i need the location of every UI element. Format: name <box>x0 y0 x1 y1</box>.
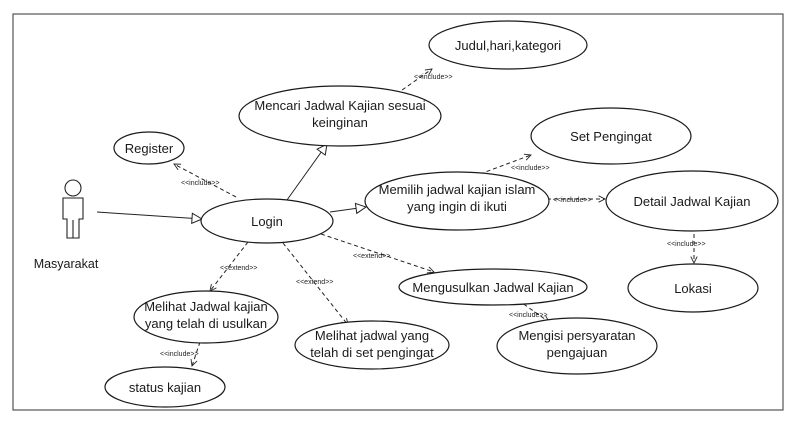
usecase-label: Login <box>251 214 283 229</box>
label-include-judul: <<include>> <box>414 74 453 81</box>
association-actor-login <box>96 211 202 219</box>
association-login-memilih <box>329 207 366 212</box>
label-include-setpengingat: <<include>> <box>511 165 550 172</box>
usecase-lokasi: Lokasi <box>627 263 759 313</box>
usecase-label-line1: Mengisi persyaratan <box>518 328 635 343</box>
usecase-set-pengingat: Set Pengingat <box>530 107 692 165</box>
usecase-label-line2: yang ingin di ikuti <box>407 199 507 214</box>
include-memilih-setpengingat <box>479 155 531 175</box>
usecase-label: Register <box>125 141 174 156</box>
usecase-mengusulkan: Mengusulkan Jadwal Kajian <box>398 268 588 306</box>
label-extend-mengusulkan: <<extend>> <box>353 253 390 260</box>
usecase-status-kajian: status kajian <box>104 366 226 408</box>
usecase-label: Mengusulkan Jadwal Kajian <box>412 280 573 295</box>
include-melihatusulan-status <box>192 341 201 366</box>
label-include-mengisi: <<include>> <box>509 312 548 319</box>
usecase-label-line1: Memilih jadwal kajian islam <box>379 182 536 197</box>
usecase-mencari-jadwal: Mencari Jadwal Kajian sesuai keinginan <box>238 85 442 147</box>
usecase-login: Login <box>200 198 334 244</box>
include-mengusulkan-mengisi <box>517 299 549 322</box>
usecase-label-line2: telah di set pengingat <box>310 345 434 360</box>
actor-head <box>64 179 82 197</box>
usecase-label: Judul,hari,kategori <box>455 38 561 53</box>
usecase-label-line2: yang telah di usulkan <box>145 316 267 331</box>
usecase-melihat-pengingat: Melihat jadwal yang telah di set penging… <box>294 320 450 370</box>
usecase-label-line1: Melihat jadwal yang <box>315 328 429 343</box>
usecase-label: Detail Jadwal Kajian <box>633 194 750 209</box>
usecase-memilih-jadwal: Memilih jadwal kajian islam yang ingin d… <box>364 171 550 231</box>
extend-melihatusulan-login <box>210 241 249 291</box>
usecase-label-line2: pengajuan <box>547 345 608 360</box>
label-include-detail: <<include>> <box>553 197 592 204</box>
label-extend-melihatusulan: <<extend>> <box>220 265 257 272</box>
usecase-detail-jadwal: Detail Jadwal Kajian <box>605 170 779 232</box>
label-include-status: <<include>> <box>160 351 199 358</box>
extend-melihatpengingat-login <box>282 242 348 325</box>
usecase-label: status kajian <box>129 380 201 395</box>
actor-label: Masyarakat <box>34 257 99 271</box>
usecase-label: Lokasi <box>674 281 712 296</box>
usecase-label-line2: keinginan <box>312 115 368 130</box>
label-include-lokasi: <<include>> <box>667 241 706 248</box>
usecase-mengisi-persyaratan: Mengisi persyaratan pengajuan <box>496 317 658 375</box>
actor-masyarakat: Masyarakat <box>34 179 99 271</box>
diagram-frame <box>12 13 784 411</box>
include-login-register <box>174 164 237 198</box>
label-extend-melihatpengingat: <<extend>> <box>296 279 333 286</box>
usecase-register: Register <box>113 131 185 165</box>
usecase-label-line1: Melihat Jadwal kajian <box>144 299 268 314</box>
actor-body <box>62 197 84 239</box>
extend-mengusulkan-login <box>320 233 434 272</box>
usecase-label-line1: Mencari Jadwal Kajian sesuai <box>254 98 425 113</box>
usecase-judul-hari-kategori: Judul,hari,kategori <box>428 20 588 70</box>
usecase-melihat-usulan: Melihat Jadwal kajian yang telah di usul… <box>133 290 279 344</box>
label-include-register: <<include>> <box>181 180 220 187</box>
association-login-mencari <box>286 144 327 201</box>
usecase-label: Set Pengingat <box>570 129 652 144</box>
